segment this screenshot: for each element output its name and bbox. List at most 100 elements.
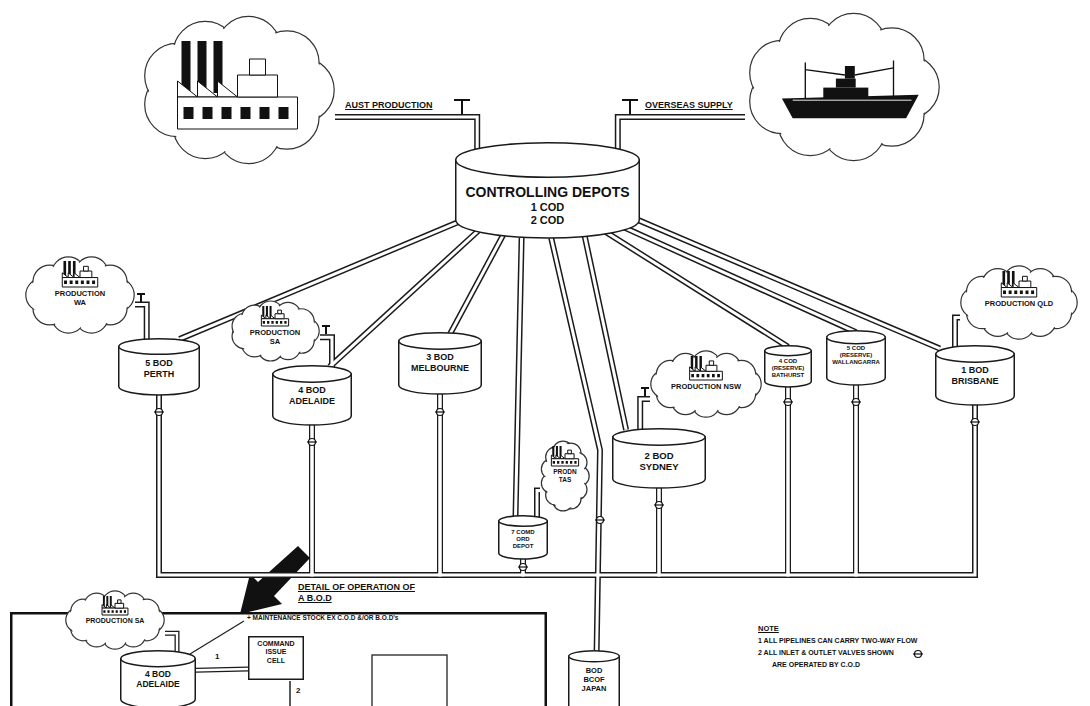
pipeline [320,337,332,368]
cloud-fill [42,272,119,319]
ship-deckhouse [823,88,868,99]
tank-top [121,651,196,667]
valve-symbol [518,564,528,571]
valve-symbol [435,409,445,416]
node-shape [140,15,335,165]
cloud-fill [664,364,748,404]
pipeline [788,385,856,575]
factory-window [203,107,213,119]
note-text: 1 ALL PIPELINES CAN CARRY TWO-WAY FLOW [758,637,917,645]
depot-tank: 4 COD (RESERVE) BATHURST [764,345,812,387]
factory-tower [568,450,572,454]
valve-symbol [307,439,317,446]
node-text: PRODUCTION SA [86,617,145,625]
valve-symbol [154,409,164,416]
pipeline-core [320,337,332,368]
production-cloud: PRODUCTION NSW [650,350,762,418]
pipeline-core [135,305,147,341]
factory-window [707,374,710,377]
factory-window [222,107,232,119]
cloud-fill [751,15,938,159]
factory-window [64,281,67,285]
factory-tower [118,600,121,603]
production-cloud: PRODUCTION SA [65,590,165,650]
factory-icon [690,356,723,380]
node-text: 4 BOD ADELAIDE [133,669,183,689]
tap-symbol [641,388,649,396]
pipeline [335,117,477,150]
factory-hall [690,371,723,380]
node-text: 2 BOD SYDNEY [634,450,684,473]
factory-icon [551,446,578,466]
sawtooth-roof [102,605,115,608]
node-text: PRODN TAS [550,468,580,484]
factory-window [75,281,78,285]
tank-top [499,516,548,527]
unit-box [372,655,447,706]
cloud-fill [172,47,303,133]
factory-window [263,321,265,324]
pipe-cores [135,117,975,670]
factory-window [570,461,572,464]
pipeline-core [537,490,540,517]
supply-cloud: OVERSEAS SUPPLY [745,12,940,162]
factory-block [275,314,284,319]
factory-window [87,281,90,285]
valve-symbol [913,651,923,658]
factory-icon [102,596,128,615]
factory-window [276,321,278,324]
pointer-arrow [240,546,310,614]
factory-hall [178,97,298,129]
factory-hall [62,278,97,287]
factory-icon [1001,271,1036,297]
note-text: ARE OPERATED BY C.O.D [772,661,860,669]
ship-funnel [845,66,855,79]
pipeline [165,633,177,653]
node-text: COMMAND ISSUE CELL [256,640,296,665]
depot-tank: CONTROLLING DEPOTS1 COD 2 COD [455,142,640,238]
factory-window [124,610,126,613]
node-text: BOD BCOF JAPAN [579,666,609,693]
sawtooth-roof [1001,283,1019,288]
sawtooth-roof [690,367,706,371]
sawtooth-roof [62,273,80,278]
factory-window [1009,291,1012,295]
production-cloud: PRODUCTION SA [230,300,320,362]
factory-window [717,374,720,377]
tap-symbol [322,326,330,334]
node-text: PRODUCTION SA [245,328,305,346]
factory-tower [278,310,282,314]
factory-window [712,374,715,377]
tank-top [456,143,640,178]
note-text: 2 ALL INLET & OUTLET VALVES SHOWN [758,649,894,657]
factory-block [1019,281,1031,288]
tank-top [119,339,200,355]
depot-tank: 4 BOD ADELAIDE [272,365,352,425]
factory-tower [84,266,89,271]
pipeline [856,385,975,575]
tank-top [936,346,1015,363]
node-text: 5 BOD PERTH [139,358,179,380]
node-text: 1 BOD BRISBANE [948,365,1003,387]
pipeline-core [330,228,481,366]
pipeline-core [551,238,600,651]
pipeline-core [335,117,477,150]
pipeline [537,490,540,517]
depot-tank: 3 BOD MELBOURNE [398,332,482,394]
factory-window [1026,291,1029,295]
cloud-fill [976,281,1063,325]
tank-body [569,656,620,706]
node-shape [745,12,940,162]
ship-icon [782,61,919,119]
cloud-fill [27,258,133,331]
factory-block [238,75,278,97]
factory-block [115,603,124,608]
ship-masts [805,61,893,99]
pipeline [516,238,522,517]
valve-symbol [595,517,605,524]
factory-window [691,374,694,377]
pipeline-core [856,385,975,575]
cloud-outline [541,441,589,511]
node-text: PRODUCTION WA [50,289,110,307]
tank-top [273,366,352,383]
